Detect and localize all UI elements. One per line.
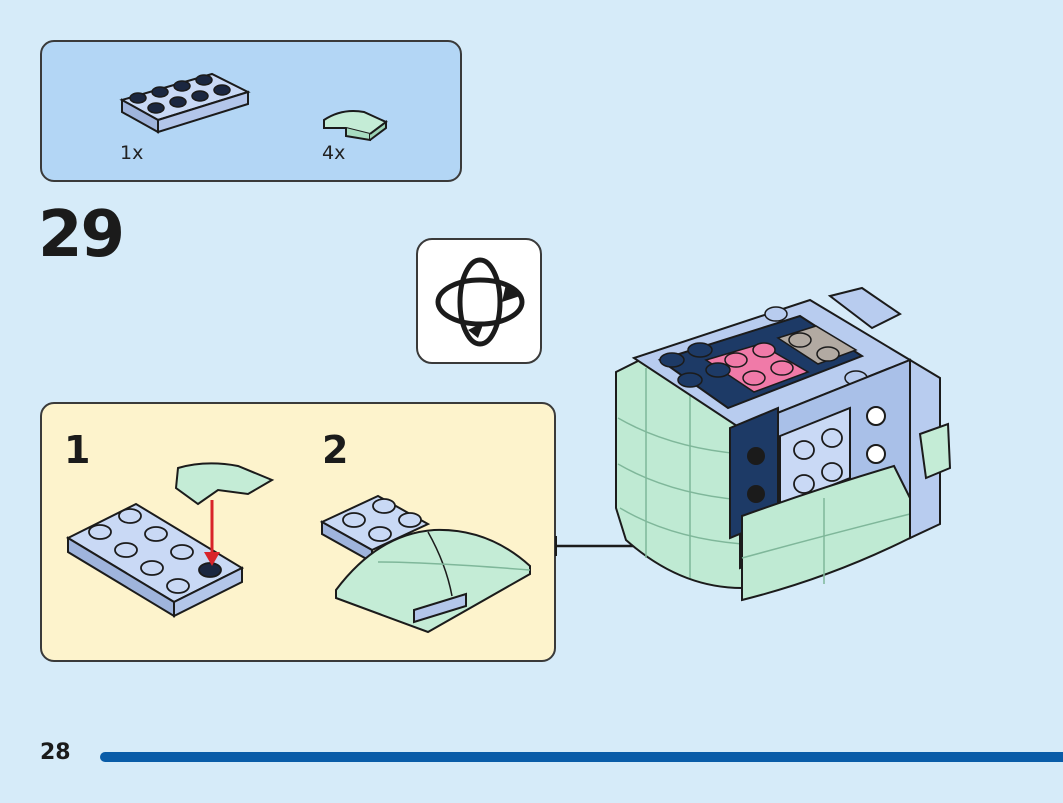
part-quantity: 1x [120, 142, 144, 164]
substep-number: 2 [322, 428, 349, 472]
page-progress-bar [100, 752, 1063, 762]
part-quantity: 4x [322, 142, 346, 164]
substep-callout: 1 2 [40, 402, 556, 662]
light-blue-plate-icon [119, 72, 251, 134]
model-illustration [615, 286, 952, 602]
substep-number: 1 [64, 428, 91, 472]
step-number: 29 [38, 198, 125, 272]
substep-1-illustration [65, 462, 275, 618]
rotate-model-icon [435, 257, 525, 347]
substep-2-illustration [319, 494, 531, 634]
trans-green-slope-icon [323, 110, 388, 142]
page-number: 28 [40, 740, 71, 765]
parts-callout: 1x 4x [40, 40, 462, 182]
rotate-indicator [416, 238, 542, 364]
